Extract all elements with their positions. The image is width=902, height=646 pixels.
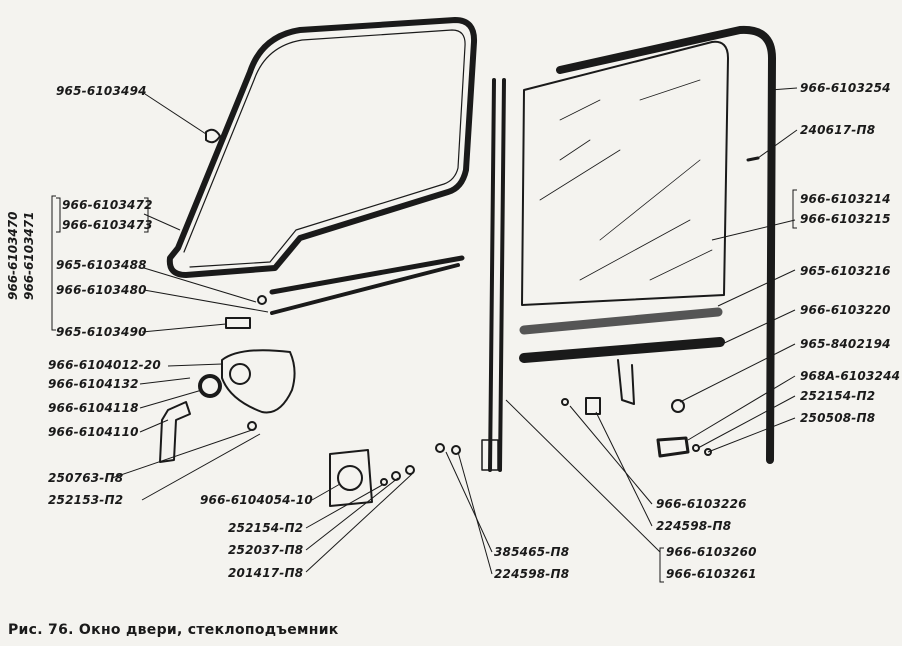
regulator-gear [198, 374, 222, 398]
glass-run-seal-outer [556, 25, 776, 464]
guide-bracket [481, 439, 499, 471]
label-966-6103472: 966-6103472 [62, 198, 153, 212]
label-250763-p8: 250763-П8 [48, 471, 124, 485]
label-966-6103254: 966-6103254 [800, 81, 891, 95]
label-966-6104054-10: 966-6104054-10 [200, 493, 313, 507]
window-crank-handle [159, 401, 191, 463]
glass-run-channel-lower [269, 255, 465, 295]
label-385465-p8: 385465-П8 [494, 545, 570, 559]
bolt-250763 [247, 421, 257, 431]
vent-window-seal [166, 17, 478, 278]
lifter-channel [519, 337, 725, 363]
label-250508-p8: 250508-П8 [800, 411, 876, 425]
figure-caption: Рис. 76. Окно двери, стеклоподъемник [8, 622, 339, 638]
belt-strip [519, 307, 723, 335]
label-966-6103226: 966-6103226 [656, 497, 747, 511]
label-968a-6103244: 968А-6103244 [800, 369, 901, 383]
clip-965-6103490 [225, 317, 251, 329]
label-252153-p2: 252153-П2 [48, 493, 124, 507]
label-240617-p8: 240617-П8 [800, 123, 876, 137]
label-965-6103490: 965-6103490 [56, 325, 147, 339]
label-966-6103220: 966-6103220 [800, 303, 891, 317]
label-252154-p2-right: 252154-П2 [800, 389, 876, 403]
label-965-8402194: 965-8402194 [800, 337, 891, 351]
label-966-6103473: 966-6103473 [62, 218, 153, 232]
label-252037-p8: 252037-П8 [228, 543, 304, 557]
label-966-6103471: 966-6103471 [22, 211, 36, 300]
label-966-6104110: 966-6104110 [48, 425, 139, 439]
label-966-6103470: 966-6103470 [6, 211, 20, 300]
label-965-6103494: 965-6103494 [56, 84, 147, 98]
label-966-6103260: 966-6103260 [666, 545, 757, 559]
label-224598-p8-right: 224598-П8 [656, 519, 732, 533]
label-966-6103214: 966-6103214 [800, 192, 891, 206]
label-201417-p8: 201417-П8 [228, 566, 304, 580]
door-glass [521, 40, 729, 306]
label-966-6104012-20: 966-6104012-20 [48, 358, 161, 372]
label-966-6103215: 966-6103215 [800, 212, 891, 226]
label-965-6103488: 965-6103488 [56, 258, 147, 272]
regulator-base [329, 449, 373, 507]
glass-run-channel-strip [270, 263, 460, 315]
label-224598-p8-center: 224598-П8 [494, 567, 570, 581]
label-965-6103216: 965-6103216 [800, 264, 891, 278]
window-regulator [221, 349, 296, 414]
label-966-6104132: 966-6104132 [48, 377, 139, 391]
label-966-6104118: 966-6104118 [48, 401, 139, 415]
lifter-channel-bracket [617, 359, 635, 405]
vertical-guide-channel [488, 78, 506, 472]
seal-clip [205, 128, 221, 144]
label-252154-p2-lower: 252154-П2 [228, 521, 304, 535]
label-966-6103261: 966-6103261 [666, 567, 757, 581]
label-966-6103480: 966-6103480 [56, 283, 147, 297]
